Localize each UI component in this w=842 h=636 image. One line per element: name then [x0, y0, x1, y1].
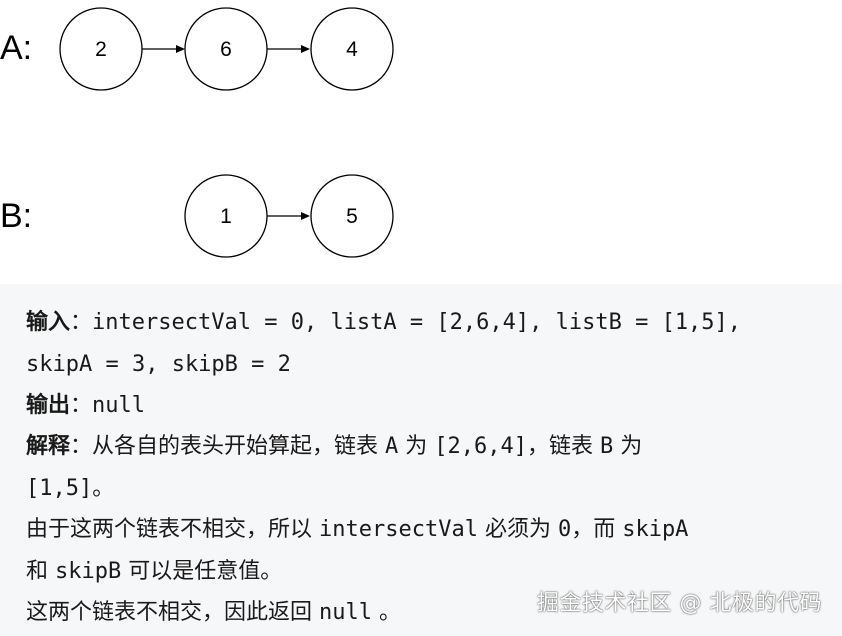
explain-line-3: 由于这两个链表不相交，所以 intersectVal 必须为 0，而 skipA	[26, 517, 689, 542]
list-b-node-2-value: 5	[346, 205, 358, 228]
list-a-node-1: 2	[59, 7, 143, 91]
watermark: 掘金技术社区 @ 北极的代码	[537, 591, 822, 616]
list-a-node-2-value: 6	[220, 38, 232, 61]
input-key: 输入	[26, 310, 71, 335]
list-a-node-1-value: 2	[95, 38, 107, 61]
list-a-node-3-value: 4	[346, 38, 358, 61]
explain-line-4: 和 skipB 可以是任意值。	[26, 559, 283, 584]
output-value: null	[92, 393, 146, 418]
list-b-arrow-1	[267, 212, 310, 220]
list-b-label: B:	[0, 197, 32, 235]
input-line-1: 输入：intersectVal = 0, listA = [2,6,4], li…	[26, 310, 742, 335]
output-key: 输出	[26, 393, 71, 418]
explain-line-1: 解释：从各自的表头开始算起，链表 A 为 [2,6,4]，链表 B 为	[26, 434, 643, 459]
output-line: 输出：null	[26, 393, 146, 418]
list-a-node-2: 6	[184, 7, 268, 91]
list-a-node-3: 4	[310, 7, 394, 91]
list-b-node-1: 1	[184, 174, 268, 258]
list-a-arrow-2	[267, 45, 310, 53]
input-value-2: skipA = 3, skipB = 2	[26, 352, 291, 377]
input-line-2: skipA = 3, skipB = 2	[26, 350, 291, 380]
explain-line-2: [1,5]。	[26, 476, 115, 501]
list-a-label: A:	[0, 29, 32, 67]
list-b-node-2: 5	[310, 174, 394, 258]
example-box	[0, 284, 842, 636]
list-b-node-1-value: 1	[220, 205, 232, 228]
explain-line-5: 这两个链表不相交，因此返回 null 。	[26, 600, 401, 625]
linked-list-diagram: A: 2 6 4 B: 1	[0, 7, 394, 258]
explain-key: 解释	[26, 434, 71, 459]
list-a-arrow-1	[142, 45, 185, 53]
input-value-1: intersectVal = 0, listA = [2,6,4], listB…	[92, 310, 742, 335]
